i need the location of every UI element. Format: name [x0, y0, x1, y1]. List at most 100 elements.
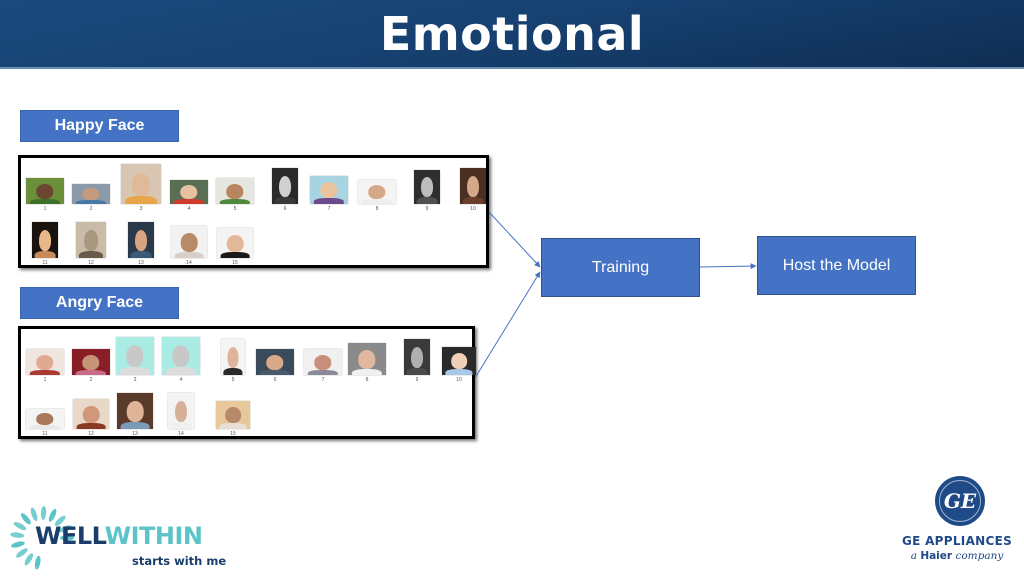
person-body-shape [79, 250, 103, 258]
person-face-shape [126, 345, 144, 368]
person-face-shape [82, 405, 100, 423]
happy-face-thumbnail: 12 [69, 214, 113, 266]
face-photo-image [116, 337, 154, 375]
arrow-happy-to-training [488, 211, 541, 268]
thumbnail-number: 4 [187, 206, 191, 212]
person-body-shape [75, 369, 107, 375]
happy-face-thumbnail: 15 [213, 214, 257, 266]
sunburst-leaf [58, 525, 72, 533]
angry-face-thumbnail: 10 [437, 331, 481, 383]
thumbnail-number: 6 [283, 206, 287, 212]
person-body-shape [462, 196, 484, 204]
angry-face-thumbnail: 5 [211, 331, 255, 383]
person-face-shape [467, 175, 479, 197]
person-body-shape [165, 367, 197, 375]
face-photo-image [121, 164, 161, 204]
thumbnail-number: 15 [230, 431, 236, 437]
sunburst-leaf [34, 555, 41, 570]
thumbnail-number: 12 [88, 260, 94, 266]
sunburst-leaf [30, 507, 38, 521]
person-body-shape [75, 200, 107, 204]
happy-face-label: Happy Face [20, 110, 179, 142]
thumbnail-number: 1 [43, 206, 47, 212]
person-body-shape [219, 198, 251, 204]
thumbnail-number: 7 [321, 377, 325, 383]
angry-face-thumbnail: 2 [69, 331, 113, 383]
thumbnail-number: 1 [43, 377, 47, 383]
person-body-shape [406, 367, 428, 375]
face-photo-image [460, 168, 486, 204]
sunburst-leaf [11, 541, 25, 548]
happy-face-thumbnail: 3 [119, 160, 163, 212]
face-photo-image [348, 343, 386, 375]
face-photo-image [128, 222, 154, 258]
happy-face-thumbnail: 7 [307, 160, 351, 212]
ge-monogram-icon: GE [935, 476, 985, 526]
angry-face-thumbnail: 4 [159, 331, 203, 383]
arrow-training-to-host [699, 263, 757, 270]
person-body-shape [174, 251, 204, 258]
face-photo-image [256, 349, 294, 375]
thumbnail-number: 11 [42, 431, 48, 437]
person-body-shape [34, 250, 56, 258]
person-face-shape [225, 407, 241, 424]
sunburst-leaf [40, 506, 47, 520]
person-body-shape [219, 423, 247, 429]
sunburst-leaf [54, 515, 66, 526]
face-photo-image [117, 393, 153, 429]
thumbnail-number: 5 [231, 377, 235, 383]
person-face-shape [180, 185, 198, 200]
person-body-shape [220, 252, 250, 258]
person-face-shape [36, 183, 54, 199]
person-face-shape [314, 354, 332, 370]
person-body-shape [274, 196, 296, 204]
happy-face-thumbnail: 8 [355, 160, 399, 212]
person-face-shape [39, 229, 51, 251]
angry-face-thumbnail: 1 [23, 331, 67, 383]
face-photo-image [304, 349, 342, 375]
person-body-shape [170, 421, 192, 429]
ge-haier-tagline: a Haier company [910, 550, 1004, 562]
face-photo-image [76, 222, 106, 258]
thumbnail-number: 13 [132, 431, 138, 437]
person-face-shape [82, 188, 100, 200]
face-photo-image [72, 349, 110, 375]
person-face-shape [36, 413, 54, 425]
person-body-shape [259, 369, 291, 375]
thumbnail-number: 7 [327, 206, 331, 212]
angry-face-thumbnail: 9 [395, 331, 439, 383]
person-body-shape [120, 421, 150, 429]
thumbnail-number: 9 [425, 206, 429, 212]
person-face-shape [368, 185, 386, 200]
host-model-label: Host the Model [782, 256, 891, 274]
person-body-shape [445, 369, 473, 375]
person-face-shape [36, 354, 54, 370]
angry-face-thumbnail: 3 [113, 331, 157, 383]
training-label: Training [591, 258, 650, 276]
face-photo-image [32, 222, 58, 258]
person-body-shape [223, 367, 243, 375]
person-face-shape [226, 234, 244, 252]
person-body-shape [173, 199, 205, 204]
happy-face-thumbnail: 6 [263, 160, 307, 212]
face-photo-image [162, 337, 200, 375]
happy-face-thumbnail: 13 [119, 214, 163, 266]
person-face-shape [227, 346, 239, 368]
sunburst-leaf [48, 508, 57, 522]
thumbnail-number: 13 [138, 260, 144, 266]
face-photo-image [26, 178, 64, 204]
person-face-shape [180, 233, 198, 252]
person-body-shape [351, 368, 383, 375]
face-photo-image [26, 349, 64, 375]
happy-face-thumbnail: 10 [451, 160, 495, 212]
person-face-shape [451, 353, 467, 370]
host-model-box: Host the Model [757, 236, 916, 295]
page-title: Emotional [379, 6, 645, 61]
person-body-shape [119, 367, 151, 375]
person-face-shape [175, 400, 187, 422]
title-banner: Emotional [0, 0, 1024, 69]
wellwithin-logo: WELLWITHIN starts with me [8, 500, 238, 576]
person-body-shape [130, 250, 152, 258]
